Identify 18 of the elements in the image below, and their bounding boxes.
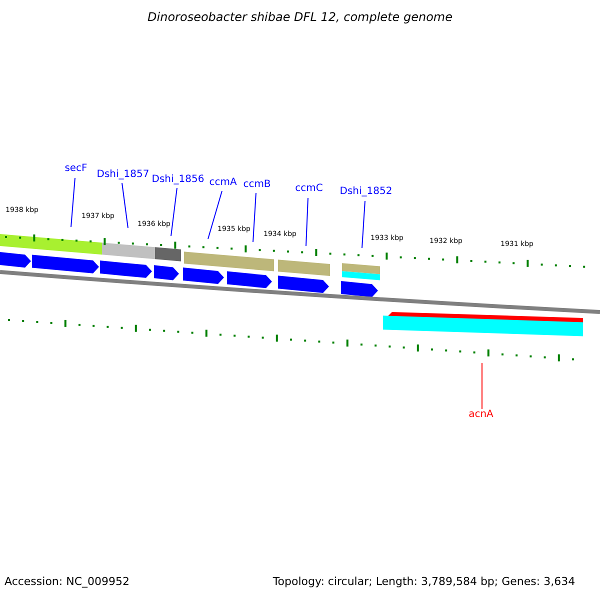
gene-label: ccmA xyxy=(209,178,237,188)
gene-label: ccmB xyxy=(243,180,271,190)
gene-label: acnA xyxy=(468,410,494,420)
accession-text: Accession: NC_009952 xyxy=(4,576,130,587)
gene-label: ccmC xyxy=(295,184,323,194)
leader-line xyxy=(122,182,128,228)
gene-label: Dshi_1857 xyxy=(96,170,150,180)
leader-line xyxy=(306,198,308,246)
leader-line xyxy=(362,200,366,248)
leader-line xyxy=(252,192,256,242)
leader-line xyxy=(208,190,222,240)
gene-label: Dshi_1852 xyxy=(340,187,392,197)
leader-line xyxy=(70,178,76,228)
gene-label: secF xyxy=(64,164,88,174)
leader-line xyxy=(170,188,178,236)
map-title: Dinoroseobacter shibae DFL 12, complete genome xyxy=(148,11,452,23)
genome-summary-text: Topology: circular; Length: 3,789,584 bp; Genes: 3,634 xyxy=(272,576,576,587)
gene-label: Dshi_1856 xyxy=(152,175,204,185)
